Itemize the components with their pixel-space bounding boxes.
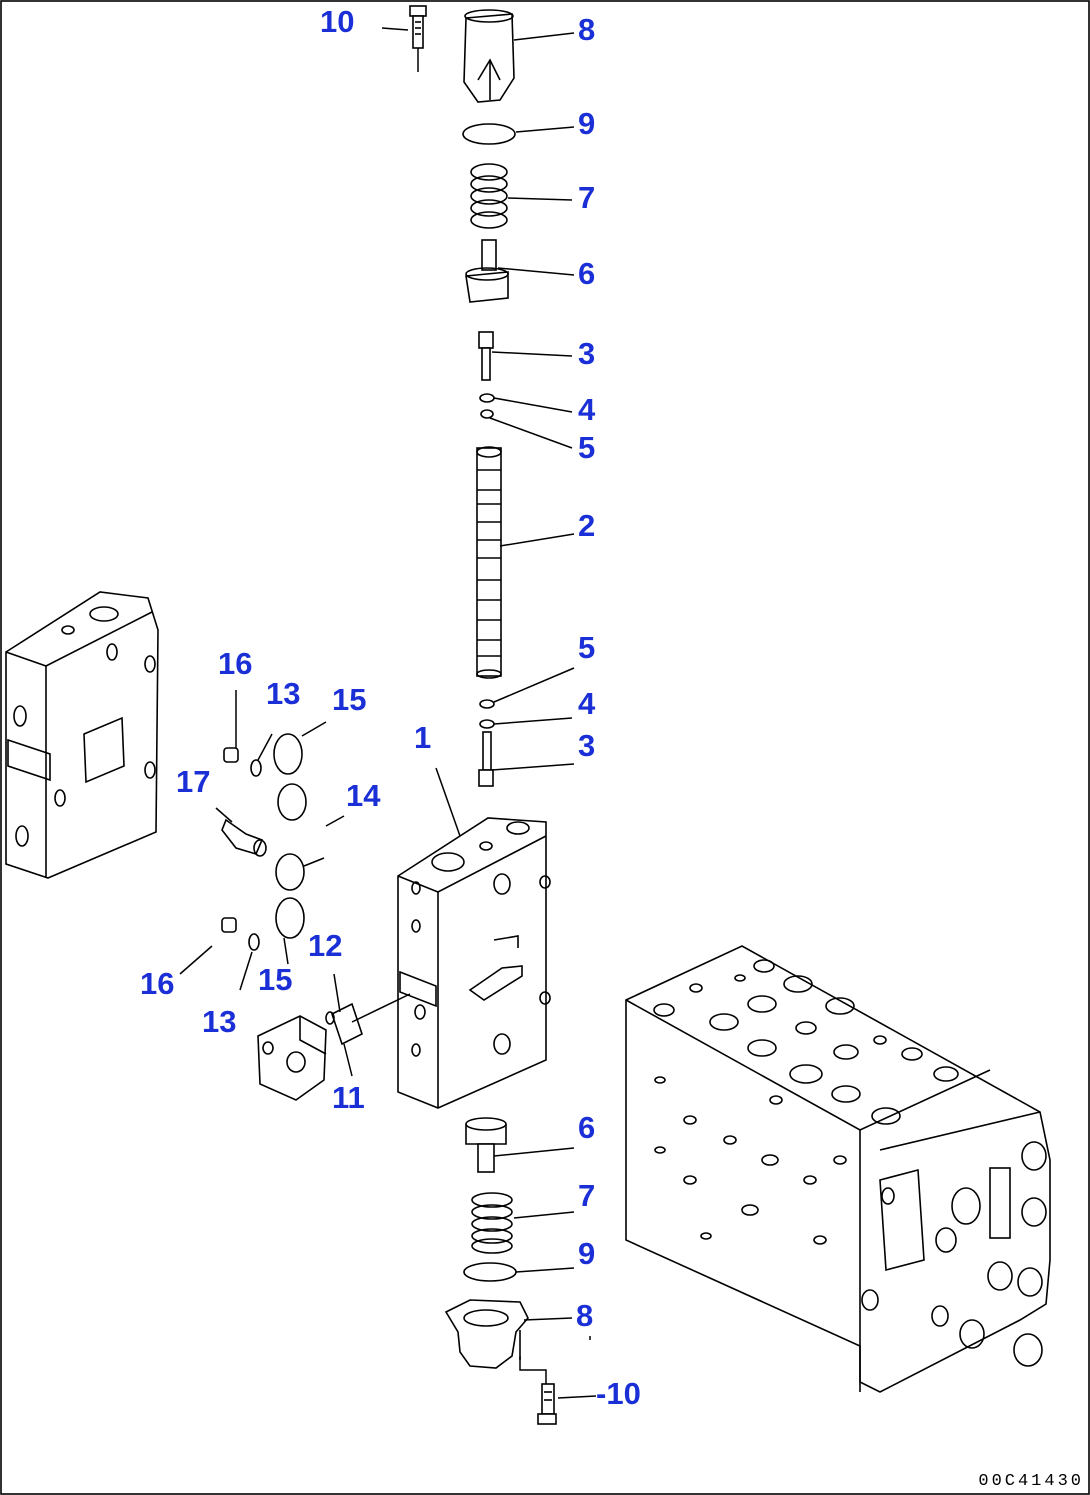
callout-13-top[interactable]: 13 <box>266 676 301 711</box>
drawing-code: 00C41430 <box>978 1472 1084 1491</box>
block-11 <box>257 1015 327 1101</box>
pin-3-top <box>478 331 494 381</box>
callout-7-bottom[interactable]: 7 <box>578 1178 596 1213</box>
ring-5-mid <box>479 699 495 709</box>
valve-housing-1 <box>397 817 551 1109</box>
o-ring-9-bottom <box>463 1262 517 1282</box>
callout-15-bottom[interactable]: 15 <box>258 962 293 997</box>
callout-6-bottom[interactable]: 6 <box>578 1110 596 1145</box>
cap-8-top <box>463 9 515 103</box>
bolt-10-top <box>409 5 427 72</box>
callout-11[interactable]: 11 <box>332 1080 365 1115</box>
o-ring-9-top <box>462 123 516 145</box>
check-valve-17 <box>221 818 267 857</box>
spring-7-top <box>470 163 508 229</box>
plug-16-bottom <box>221 917 237 933</box>
callout-4-mid[interactable]: 4 <box>578 686 596 721</box>
spool-2 <box>476 446 502 679</box>
retainer-6-top <box>465 239 509 303</box>
callout-5-mid[interactable]: 5 <box>578 630 596 665</box>
cap-8-bottom <box>444 1299 529 1369</box>
callout-14[interactable]: 14 <box>346 778 381 813</box>
callout-1[interactable]: 1 <box>414 720 432 755</box>
callout-17[interactable]: 17 <box>176 764 211 799</box>
callout-6-top[interactable]: 6 <box>578 256 596 291</box>
callout-10-top[interactable]: 10 <box>320 4 355 39</box>
callout-2[interactable]: 2 <box>578 508 596 543</box>
callout-15-top[interactable]: 15 <box>332 682 367 717</box>
adjacent-valve-section-left <box>5 591 159 879</box>
callout-16-top[interactable]: 16 <box>218 646 253 681</box>
callout-3-mid[interactable]: 3 <box>578 728 596 763</box>
callout-9-top[interactable]: 9 <box>578 106 596 141</box>
o-ring-13-top <box>250 759 262 777</box>
o-ring-mid <box>275 853 305 891</box>
callout-7-top[interactable]: 7 <box>578 180 596 215</box>
callout-9-bottom[interactable]: 9 <box>578 1236 596 1271</box>
callout-5-top[interactable]: 5 <box>578 430 596 465</box>
callout-16-bottom[interactable]: 16 <box>140 966 175 1001</box>
callout-12[interactable]: 12 <box>308 928 343 963</box>
spring-7-bottom <box>471 1192 513 1254</box>
plug-16-top <box>223 690 239 763</box>
callout-8-top[interactable]: 8 <box>578 12 596 47</box>
ring-4-top <box>479 393 495 403</box>
retainer-6-bottom <box>465 1117 507 1173</box>
bolt-10-bottom <box>519 1356 557 1425</box>
ring-5-top <box>480 409 494 419</box>
control-valve-assembly <box>625 945 1051 1393</box>
plate-12 <box>325 1002 363 1046</box>
callout-10-bottom[interactable]: -10 <box>596 1376 641 1411</box>
callout-13-bottom[interactable]: 13 <box>202 1004 237 1039</box>
o-ring-13-bottom <box>248 933 260 951</box>
callout-8-bottom[interactable]: 8 <box>576 1298 594 1333</box>
callout-4-top[interactable]: 4 <box>578 392 596 427</box>
ring-4-mid <box>479 719 495 729</box>
o-ring-14 <box>277 783 307 821</box>
pin-3-mid <box>478 731 494 787</box>
leader-lines <box>179 27 597 1399</box>
o-ring-15-top <box>273 733 303 775</box>
callout-3-top[interactable]: 3 <box>578 336 596 371</box>
o-ring-15-bottom <box>275 897 305 939</box>
